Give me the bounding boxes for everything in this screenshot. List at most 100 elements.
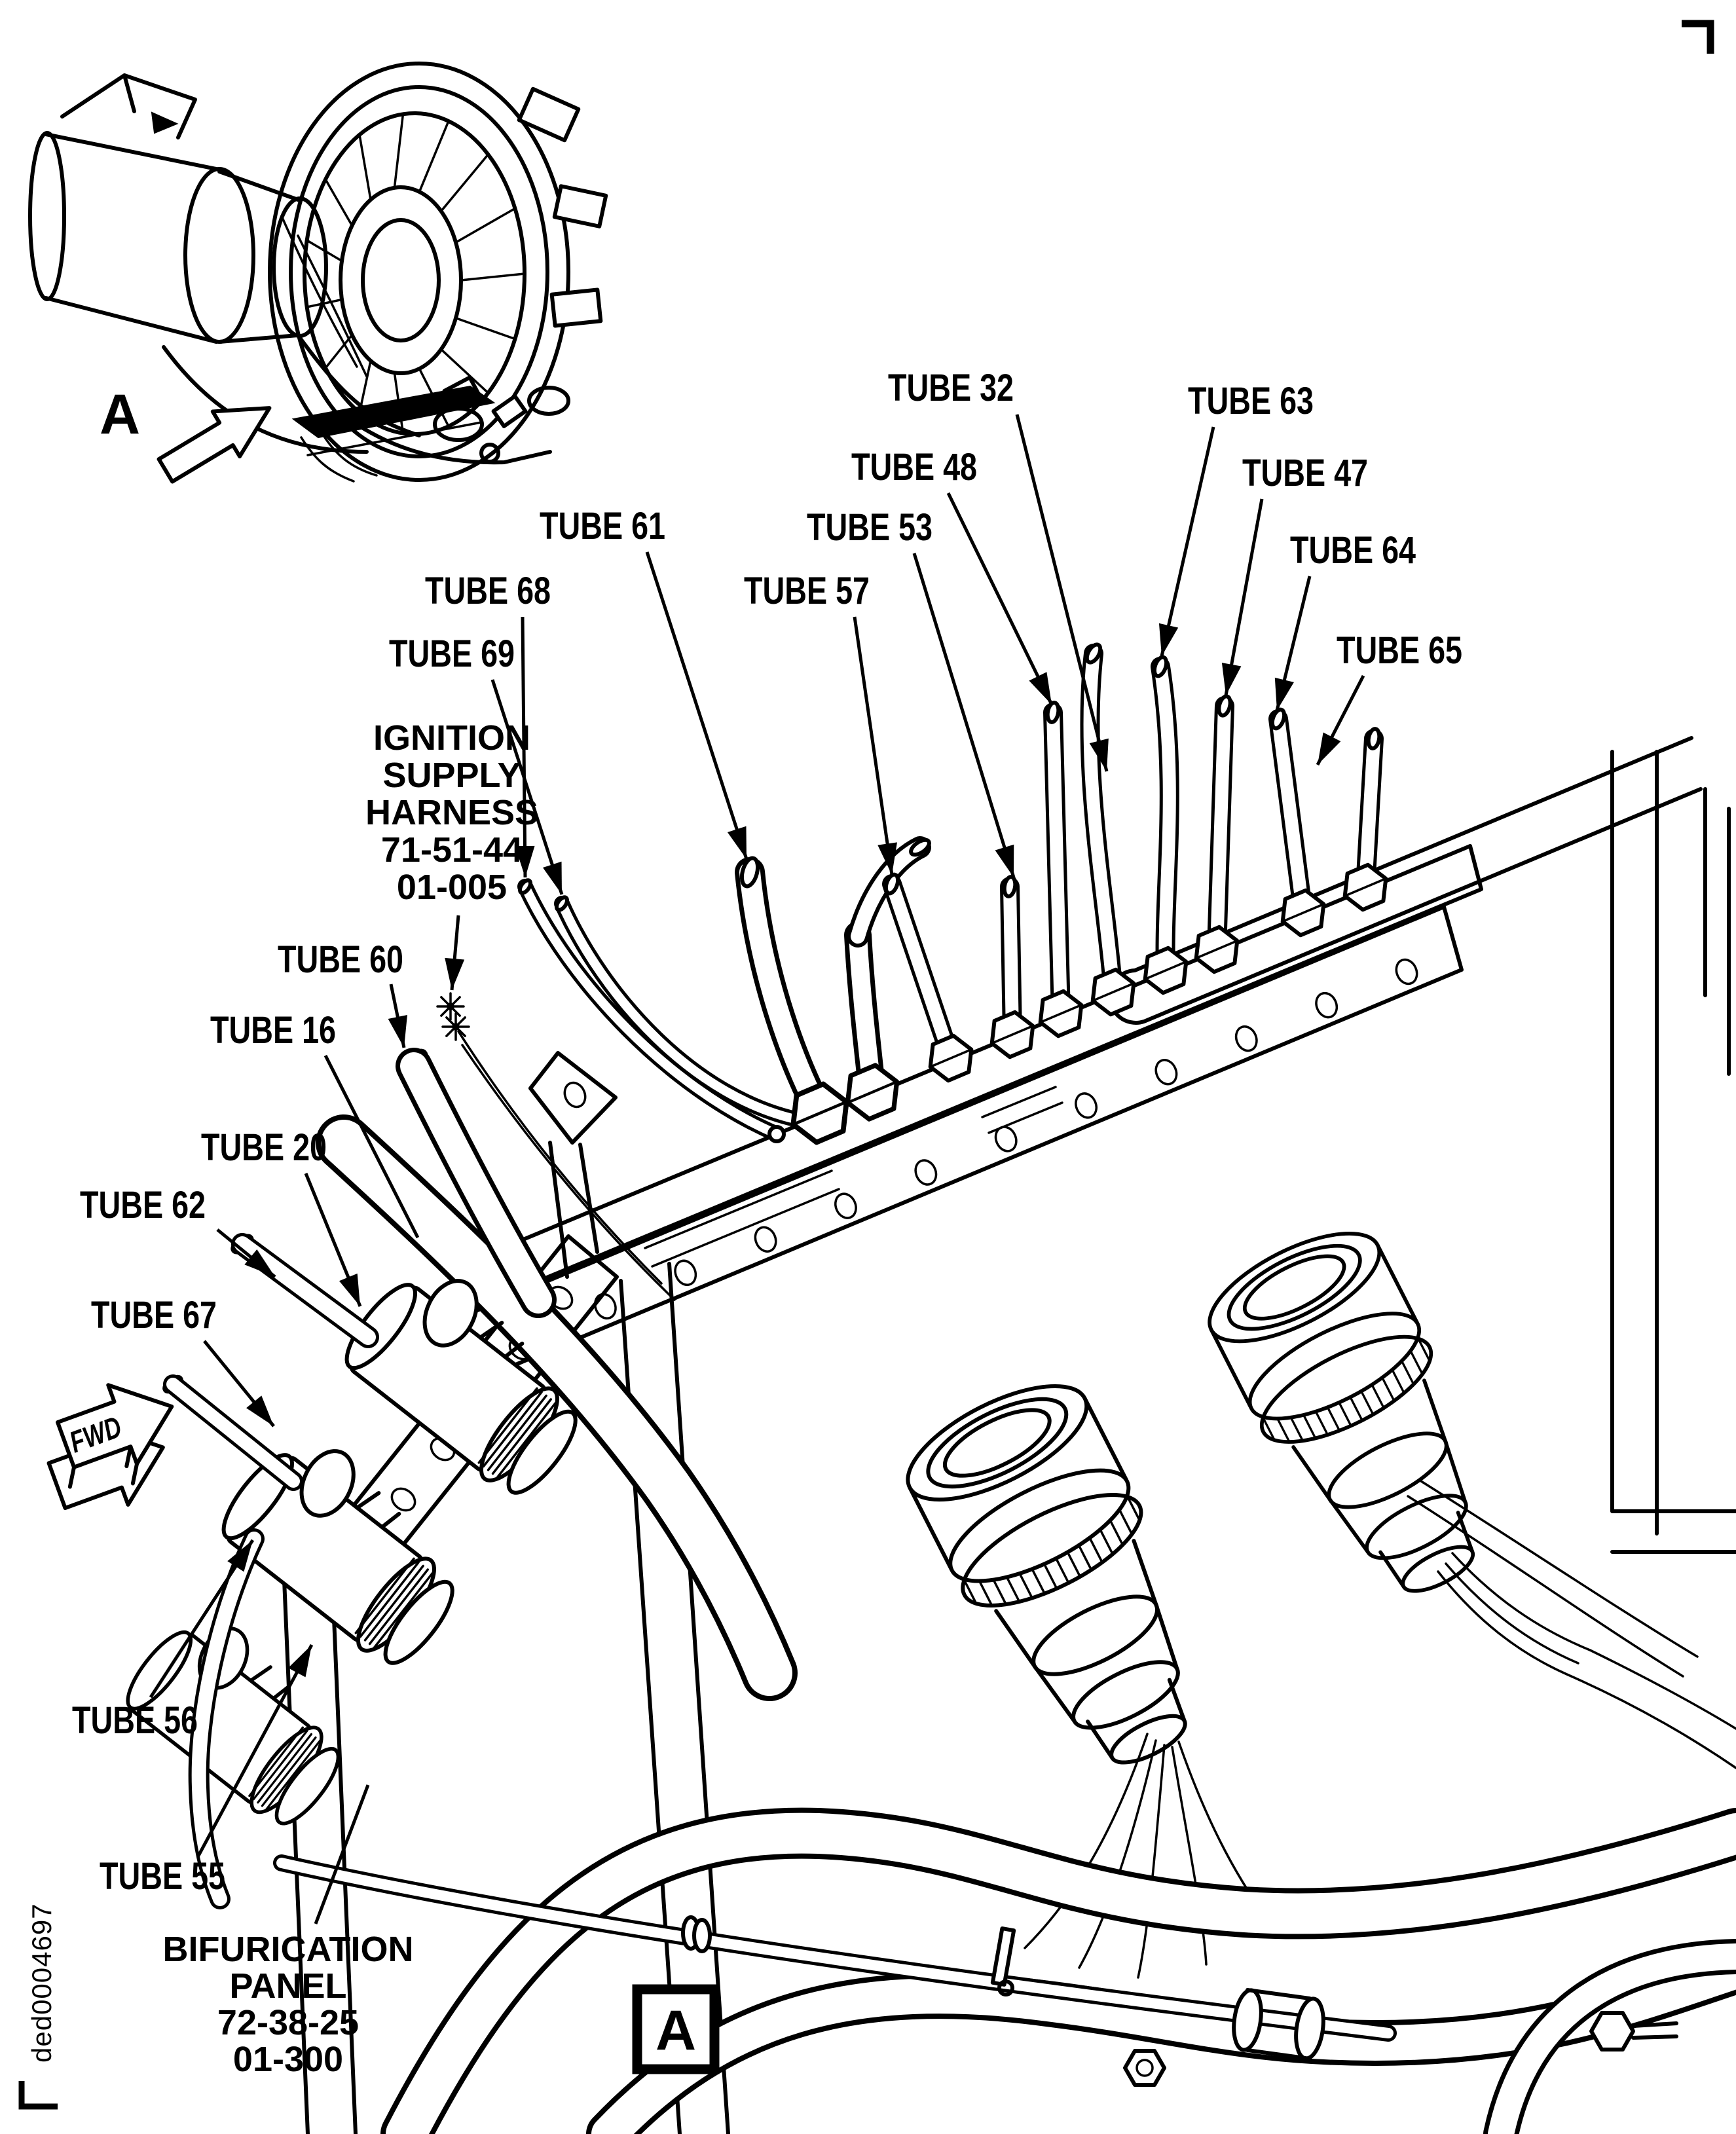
case-boss: [549, 287, 603, 328]
leader-tube-32: [1015, 414, 1109, 772]
tube-cluster-upper: [517, 644, 1384, 1143]
case-boss: [552, 184, 608, 229]
callout-tube-61: TUBE 61: [540, 505, 665, 547]
corner-mark-bottom-left: [18, 2081, 58, 2110]
tube-56-pipe: [191, 1532, 261, 1906]
leader-tube-53: [912, 553, 1016, 878]
tube-runs-bottom: [273, 1807, 1736, 2134]
callout-tube-47: TUBE 47: [1242, 452, 1368, 494]
leader-tube-55: [196, 1644, 314, 1858]
tube-63-pipe: [1154, 660, 1176, 977]
leader-tube-16: [323, 1054, 420, 1239]
note-line: HARNESS: [365, 793, 538, 832]
callout-tube-69: TUBE 69: [389, 633, 515, 675]
arrowhead-tube-32: [1089, 738, 1109, 771]
thin-tube-run: [276, 1858, 1394, 2038]
note-line: 01-005: [397, 868, 507, 907]
note-line: PANEL: [229, 1966, 346, 2006]
arrowhead-tube-64: [1274, 677, 1294, 710]
callout-tube-60: TUBE 60: [278, 938, 403, 981]
case-clip: [491, 394, 528, 428]
callout-tube-20: TUBE 20: [201, 1126, 327, 1169]
fan-hub: [339, 185, 463, 375]
right-frame: [1610, 750, 1736, 1554]
leader-bifurication-panel: [314, 1784, 370, 1924]
leader-tube-63: [1160, 426, 1215, 657]
panel-location-highlight: [291, 385, 496, 439]
tube-60-pipe: [400, 1052, 552, 1314]
arrowhead-tube-60: [388, 1014, 407, 1048]
detail-marker-box: A: [632, 1984, 720, 2074]
tube-47-pipe: [1210, 699, 1231, 956]
loop-duct: [1488, 1943, 1736, 2134]
note-line: BIFURICATION: [163, 1930, 414, 1969]
arrowhead-tube-56: [227, 1540, 253, 1572]
note-line: 72-38-25: [217, 2003, 359, 2042]
leader-tube-69: [490, 679, 564, 895]
case-boss: [517, 86, 581, 143]
arrowhead-tube-55: [288, 1645, 312, 1678]
inset-engine-view: A: [28, 62, 608, 484]
note-line: SUPPLY: [382, 756, 521, 795]
callout-tube-48: TUBE 48: [851, 446, 977, 488]
leader-tube-48: [946, 492, 1054, 706]
callout-tube-65: TUBE 65: [1337, 629, 1462, 672]
tube-68-pipe: [521, 882, 781, 1139]
callout-tube-53: TUBE 53: [807, 506, 933, 549]
arrowhead-tube-68: [515, 845, 535, 877]
leader-tube-47: [1224, 498, 1264, 696]
arrowhead-tube-20: [339, 1273, 360, 1306]
leader-tube-57: [853, 616, 894, 875]
large-duct-1: [386, 1812, 1736, 2134]
tube-69-pipe: [557, 899, 809, 1126]
grommet: [681, 1915, 712, 1953]
inset-view-letter: A: [100, 383, 140, 446]
pylon-pointer: [151, 111, 179, 134]
callout-tube-68: TUBE 68: [425, 570, 551, 612]
tube-53-pipe: [1003, 880, 1019, 1041]
bolt-fitting-2: [1589, 2011, 1678, 2051]
callout-tube-63: TUBE 63: [1188, 380, 1314, 422]
tube-64-pipe: [1272, 712, 1310, 919]
callout-tube-56: TUBE 56: [72, 1699, 198, 1742]
tube-65-pipe: [1359, 732, 1380, 894]
callout-layer: TUBE 32 TUBE 63 TUBE 48 TUBE 47 TUBE 53 TUBE …: [72, 367, 1462, 2079]
ignition-harness: [436, 992, 676, 1301]
tube-coupling: [1232, 1988, 1325, 2061]
callout-tube-67: TUBE 67: [91, 1294, 217, 1336]
corner-mark-top-right: [1682, 20, 1714, 54]
callout-tube-64: TUBE 64: [1290, 529, 1416, 572]
arrowhead-tube-62: [244, 1249, 275, 1277]
arrowhead-tube-47: [1221, 663, 1242, 695]
callout-tube-55: TUBE 55: [100, 1855, 225, 1898]
fwd-arrow: FWD: [46, 1383, 174, 1511]
hole-rail-upper: [405, 905, 1464, 1396]
callout-tube-32: TUBE 32: [888, 367, 1014, 409]
arrowhead-tube-63: [1158, 623, 1179, 656]
arrowhead-tube-69: [542, 861, 562, 894]
detail-marker-letter: A: [656, 1999, 696, 2062]
arrowhead-ignition-supply-harness: [445, 957, 465, 990]
note-line: IGNITION: [373, 718, 530, 758]
callout-tube-62: TUBE 62: [80, 1184, 206, 1226]
arrowhead-tube-57: [877, 842, 897, 875]
bolt-fitting-1: [1123, 2049, 1166, 2087]
artifact-id: ded0004697: [26, 1903, 57, 2063]
arrowhead-tube-61: [727, 826, 747, 859]
tube-32-pipe: [1083, 647, 1120, 999]
tube-cluster-left: [115, 1048, 798, 1909]
p-clamp: [990, 1926, 1016, 1996]
note-line: 71-51-44: [381, 830, 523, 870]
callout-tube-57: TUBE 57: [744, 570, 870, 612]
note-line: 01-300: [233, 2040, 343, 2079]
arrowhead-tube-67: [246, 1395, 274, 1426]
arrowhead-tube-48: [1029, 672, 1052, 705]
connector-1: [892, 1363, 1243, 1798]
leader-tube-61: [645, 551, 748, 860]
leader-tube-68: [521, 616, 527, 878]
view-direction-arrow: [157, 406, 272, 484]
